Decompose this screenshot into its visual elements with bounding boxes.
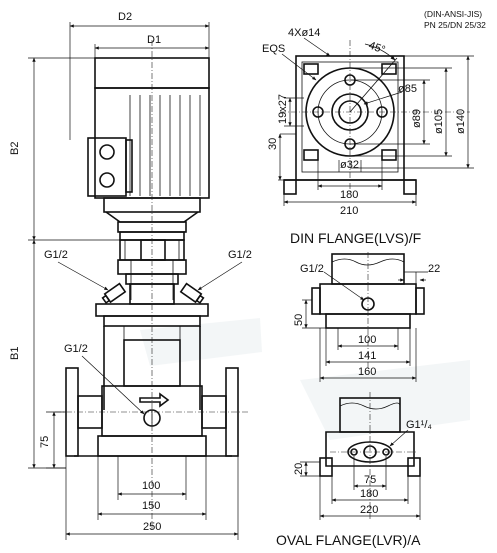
pump-labels: D2 D1 B2 B1 G1/2 G1/2 G1/2 75 100 150 25… <box>9 11 252 533</box>
label-b1: B1 <box>9 347 21 360</box>
oval-flange-view <box>319 392 421 520</box>
label-d2: D2 <box>118 11 132 23</box>
label-oval-w180: 180 <box>360 488 378 500</box>
oval-flange-title: OVAL FLANGE(LVR)/A <box>276 532 421 548</box>
label-d85: ø85 <box>398 83 417 95</box>
label-angle: 45° <box>367 40 387 57</box>
cable-gland-icon <box>99 144 115 160</box>
label-h75: 75 <box>39 436 51 448</box>
label-d89: ø89 <box>411 109 423 128</box>
oval-base <box>325 431 415 467</box>
motor-fins <box>129 95 201 196</box>
pump-dimensions <box>28 22 243 540</box>
label-w100: 100 <box>142 480 160 492</box>
standards-line2: PN 25/DN 25/32 <box>424 20 486 30</box>
vent-plug-left <box>101 282 127 304</box>
pump-elevation <box>55 40 248 530</box>
din-flange-dimensions <box>278 37 474 206</box>
label-w210: 210 <box>340 205 358 217</box>
label-b2: B2 <box>9 142 21 155</box>
label-holes: 4Xø14 <box>288 27 320 39</box>
lvs-labels: G1/2 22 50 100 141 160 <box>293 263 440 378</box>
oval-labels: G1¹/₄ 20 75 180 220 OVAL FLANGE(LVR)/A <box>276 419 432 548</box>
label-g114: G1¹/₄ <box>406 419 432 431</box>
label-lvs-w100: 100 <box>358 334 376 346</box>
label-w150: 150 <box>142 500 160 512</box>
din-flange-labels: EQS 4Xø14 45° ø85 ø89 ø105 ø140 19x27 30… <box>262 27 467 246</box>
label-lvs-w160: 160 <box>358 366 376 378</box>
label-g12-right: G1/2 <box>228 249 252 261</box>
cable-gland-icon-2 <box>99 172 115 188</box>
label-w250: 250 <box>143 521 161 533</box>
label-19x27: 19x27 <box>277 94 289 124</box>
label-lvs-w141: 141 <box>358 350 376 362</box>
label-w180: 180 <box>340 189 358 201</box>
lvs-dimensions <box>302 271 428 382</box>
label-h30: 30 <box>267 138 279 150</box>
label-lvs-g12: G1/2 <box>300 263 324 275</box>
label-lvs-h50: 50 <box>293 314 305 326</box>
label-d140: ø140 <box>455 109 467 134</box>
watermark <box>140 318 470 440</box>
oval-dimensions <box>300 429 421 520</box>
label-g12-left: G1/2 <box>44 249 68 261</box>
standards-line1: (DIN-ANSI-JIS) <box>424 9 482 19</box>
label-oval-w75: 75 <box>364 474 376 486</box>
flow-arrow-icon <box>139 392 170 408</box>
din-flange-title: DIN FLANGE(LVS)/F <box>290 230 421 246</box>
label-d32: ø32 <box>340 159 359 171</box>
lvs-detail-view <box>311 252 425 370</box>
label-lvs-w22: 22 <box>428 263 440 275</box>
vent-plug-right <box>179 282 205 304</box>
label-d105: ø105 <box>433 109 445 134</box>
label-g12-drain: G1/2 <box>64 343 88 355</box>
label-d1: D1 <box>147 34 161 46</box>
label-oval-w220: 220 <box>360 504 378 516</box>
label-oval-h20: 20 <box>293 463 305 475</box>
label-eqs: EQS <box>262 43 285 55</box>
